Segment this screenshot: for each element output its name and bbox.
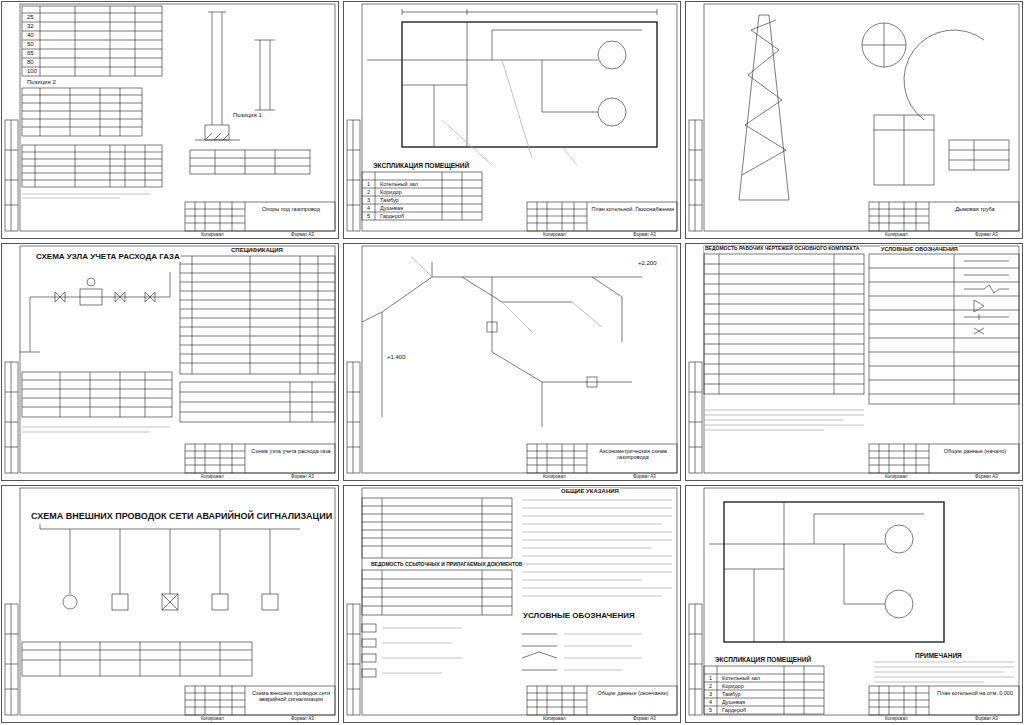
drawing-label: Формат А3	[632, 475, 657, 480]
drawing-label: 3	[708, 691, 713, 697]
sheet-heading: СХЕМА УЗЛА УЧЕТА РАСХОДА ГАЗА	[35, 253, 181, 262]
drawing-sheet: План котельной. Газоснабжение	[343, 1, 681, 239]
drawing-label: Душевая	[721, 699, 746, 705]
drawing-label: Котельный зал	[379, 181, 419, 187]
drawing-label: 40	[26, 32, 35, 39]
sheet-heading: СХЕМА ВНЕШНИХ ПРОВОДОК СЕТИ АВАРИЙНОЙ СИ…	[30, 512, 333, 522]
sheet-heading: ОБЩИЕ УКАЗАНИЯ	[560, 488, 620, 495]
drawing-label: +1,400	[386, 354, 407, 361]
drawing-label: 3	[366, 197, 371, 203]
drawing-label: 25	[26, 14, 35, 21]
drawing-sheet: Дымовая труба	[685, 1, 1023, 239]
drawing-label: Формат А3	[974, 717, 999, 722]
drawing-label: Формат А3	[290, 475, 315, 480]
drawing-label: Котельный зал	[721, 675, 761, 681]
drawing-sheet: Аксонометрическая схема газопровода	[343, 243, 681, 481]
sheet-title: Дымовая труба	[933, 206, 1017, 212]
drawing-label: Гардероб	[721, 707, 747, 713]
drawing-label: Формат А3	[974, 233, 999, 238]
drawing-label: +2,200	[637, 260, 658, 267]
sheet-title: Опоры под газопровод	[249, 206, 333, 212]
sheet-title: План котельной на отм. 0,000	[933, 690, 1017, 696]
drawing-label: Душевая	[379, 205, 404, 211]
drawing-label: Гардероб	[379, 213, 405, 219]
drawing-label: Копировал	[542, 475, 567, 480]
drawing-label: 65	[26, 50, 35, 57]
drawing-label: 32	[26, 23, 35, 30]
sheet-title: Схема узла учета расхода газа	[249, 448, 333, 454]
drawing-label: Копировал	[542, 717, 567, 722]
drawing-sheet: Общие данные (окончание)	[343, 485, 681, 723]
drawing-label: Формат А3	[290, 233, 315, 238]
sheet-title: План котельной. Газоснабжение	[591, 206, 675, 212]
drawing-label: Формат А3	[632, 233, 657, 238]
drawing-label: 5	[708, 707, 713, 713]
sheet-heading: ПРИМЕЧАНИЯ	[914, 652, 963, 659]
drawing-label: Тамбур	[379, 197, 400, 203]
drawing-label: 1	[708, 675, 713, 681]
sheet-title: Схема внешних проводок сети аварийной си…	[249, 690, 333, 703]
sheet-heading: ЭКСПЛИКАЦИЯ ПОМЕЩЕНИЙ	[372, 162, 470, 169]
sheet-heading: УСЛОВНЫЕ ОБОЗНАЧЕНИЯ	[522, 612, 636, 621]
drawing-label: 100	[26, 68, 38, 75]
sheet-heading: СПЕЦИФИКАЦИЯ	[230, 247, 284, 254]
drawing-label: 2	[366, 189, 371, 195]
sheet-heading: ВЕДОМОСТЬ ССЫЛОЧНЫХ И ПРИЛАГАЕМЫХ ДОКУМЕ…	[370, 562, 523, 568]
sheet-title: Аксонометрическая схема газопровода	[591, 448, 675, 461]
drawing-label: Позиция 2	[26, 79, 57, 86]
drawing-sheet: Общие данные (начало)	[685, 243, 1023, 481]
drawing-label: Копировал	[200, 717, 225, 722]
drawing-label: Коридор	[379, 189, 403, 195]
drawing-label: Формат А3	[632, 717, 657, 722]
drawing-label: 4	[366, 205, 371, 211]
drawing-label: Копировал	[884, 233, 909, 238]
drawing-label: 4	[708, 699, 713, 705]
drawing-label: 80	[26, 59, 35, 66]
drawing-label: Копировал	[884, 717, 909, 722]
drawing-label: Тамбур	[721, 691, 742, 697]
drawing-label: Коридор	[721, 683, 745, 689]
sheet-heading: ВЕДОМОСТЬ РАБОЧИХ ЧЕРТЕЖЕЙ ОСНОВНОГО КОМ…	[704, 246, 860, 252]
drawing-sheet: Опоры под газопровод	[1, 1, 339, 239]
drawing-label: Копировал	[542, 233, 567, 238]
drawing-label: 1	[366, 181, 371, 187]
drawing-label: Копировал	[200, 475, 225, 480]
drawing-label: 5	[366, 213, 371, 219]
drawing-label: Позиция 1	[232, 112, 263, 119]
drawing-label: Формат А3	[974, 475, 999, 480]
drawing-label: Копировал	[884, 475, 909, 480]
sheet-heading: ЭКСПЛИКАЦИЯ ПОМЕЩЕНИЙ	[714, 656, 812, 663]
drawing-label: Формат А3	[290, 717, 315, 722]
sheet-title: Общие данные (начало)	[933, 448, 1017, 454]
drawing-label: 50	[26, 41, 35, 48]
sheet-title: Общие данные (окончание)	[591, 690, 675, 696]
drawing-sheet: Схема узла учета расхода газа	[1, 243, 339, 481]
drawing-label: 2	[708, 683, 713, 689]
sheet-heading: УСЛОВНЫЕ ОБОЗНАЧЕНИЯ	[880, 246, 959, 252]
drawing-label: Копировал	[200, 233, 225, 238]
